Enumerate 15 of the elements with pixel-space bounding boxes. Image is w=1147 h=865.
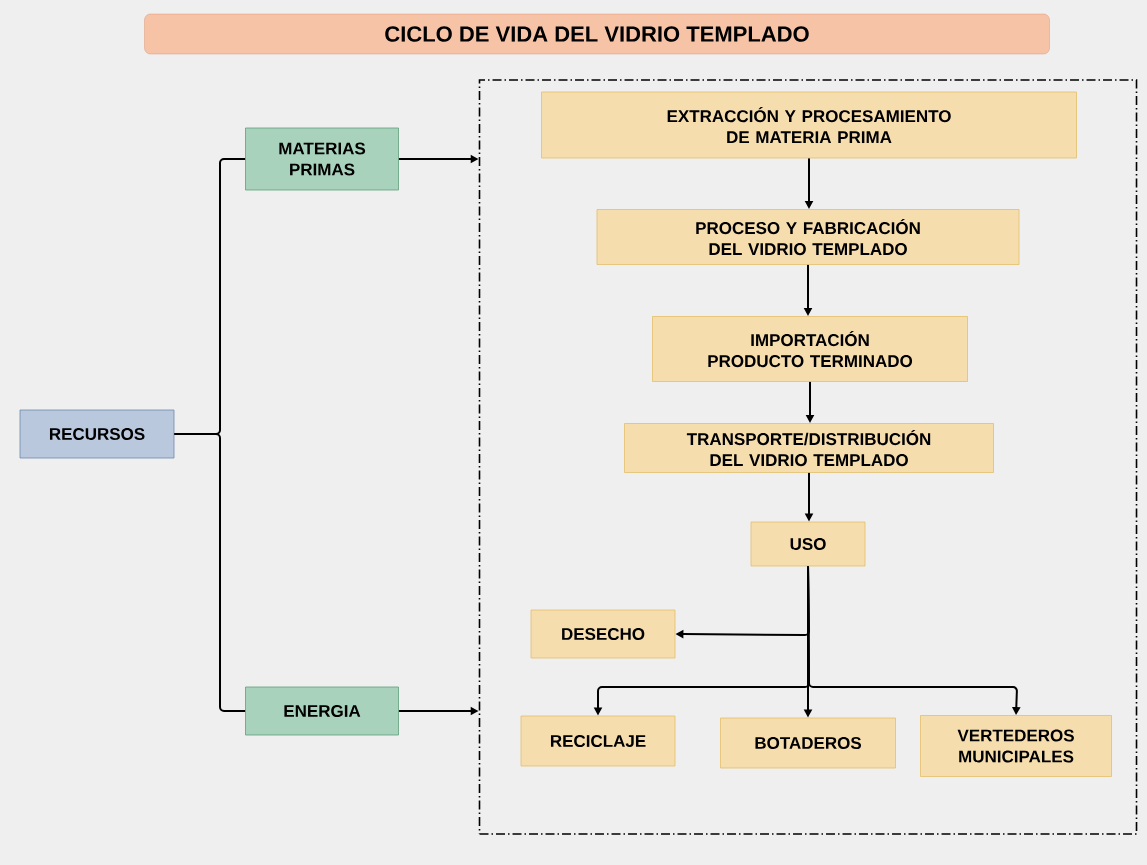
process-box: IMPORTACIÓN PRODUCTO TERMINADO xyxy=(652,316,968,382)
process-box: RECICLAJE xyxy=(520,715,676,767)
process-box: VERTEDEROS MUNICIPALES xyxy=(920,715,1112,777)
title-banner: CICLO DE VIDA DEL VIDRIO TEMPLADO xyxy=(144,13,1050,55)
resource-box: RECURSOS xyxy=(19,409,175,459)
process-box: DESECHO xyxy=(530,609,676,659)
resource-box: MATERIAS PRIMAS xyxy=(245,127,399,191)
dashed-frame xyxy=(478,79,1138,835)
resource-box: ENERGIA xyxy=(245,686,399,736)
process-box: BOTADEROS xyxy=(720,717,896,769)
process-box: USO xyxy=(750,521,866,567)
process-box: EXTRACCIÓN Y PROCESAMIENTO DE MATERIA PRIMA xyxy=(541,91,1077,159)
bracket-line xyxy=(173,433,247,712)
process-box: TRANSPORTE/DISTRIBUCIÓN DEL VIDRIO TEMPLADO xyxy=(624,423,994,473)
process-box: PROCESO Y FABRICACIÓN DEL VIDRIO TEMPLADO xyxy=(596,209,1020,265)
